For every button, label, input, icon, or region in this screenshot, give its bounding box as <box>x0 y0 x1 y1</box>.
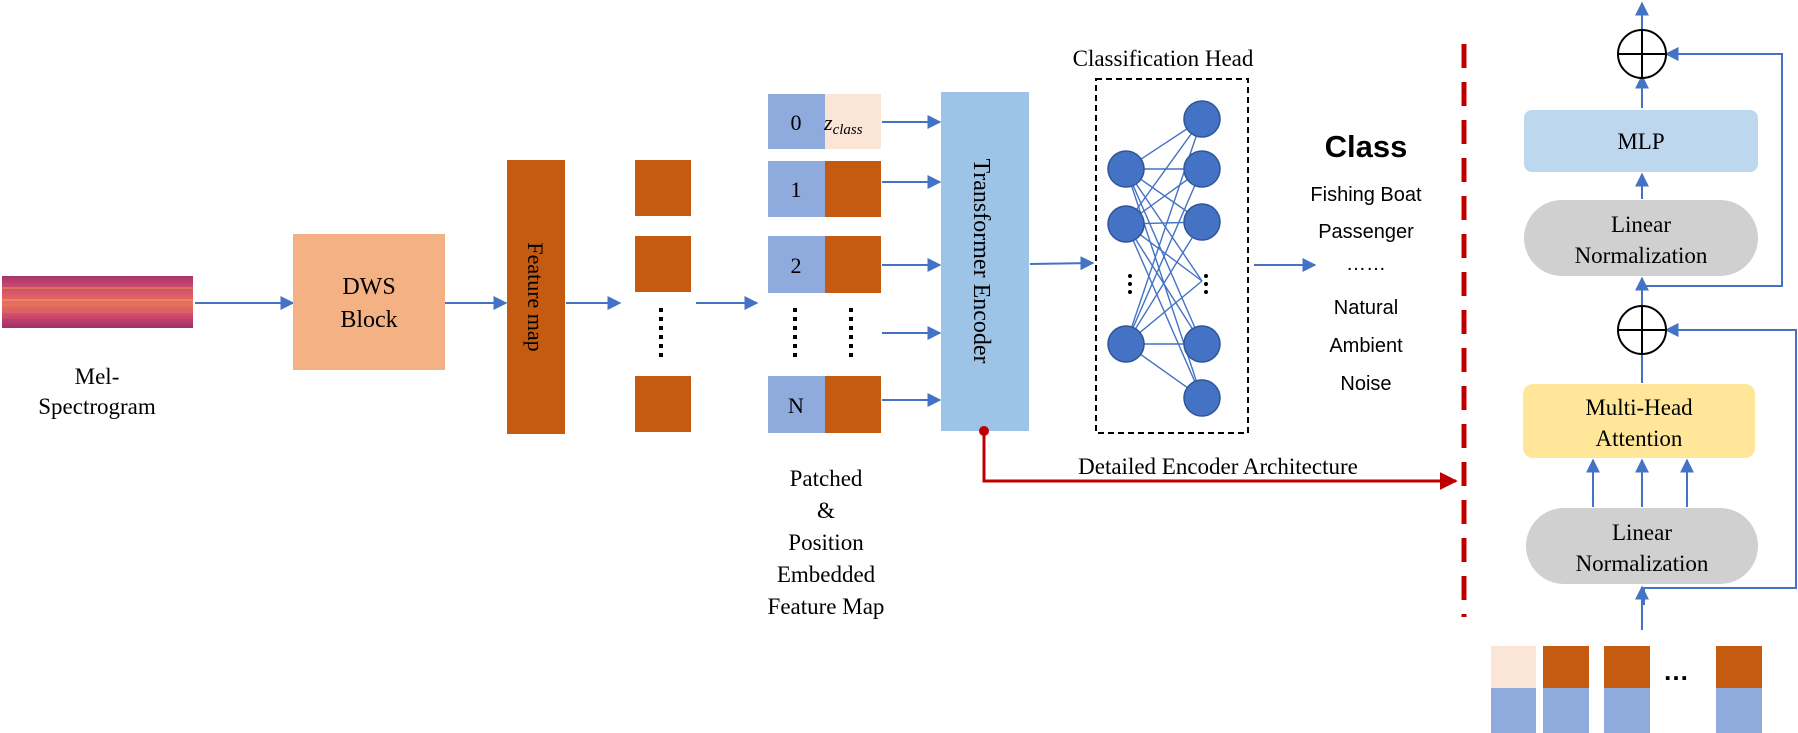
network-node <box>1107 325 1145 363</box>
arrow-transformer-to-head <box>1029 256 1095 271</box>
spectrogram-label-line1: Mel- <box>75 364 120 389</box>
token-patch-top <box>1716 646 1762 688</box>
position-index-box <box>768 376 825 433</box>
input-nodes <box>1107 150 1145 363</box>
dws-block: DWS Block <box>293 234 445 370</box>
node-ellipsis <box>1128 274 1208 294</box>
feature-map-label: Feature map <box>523 242 548 351</box>
patch-embedding-box <box>825 376 881 433</box>
token-patch-top <box>1604 646 1650 688</box>
cls-token-label: zclass <box>823 110 863 138</box>
residual-add-lower <box>1617 305 1667 355</box>
class-title: Class <box>1325 129 1408 164</box>
embedded-patches: 0 zclass 1 2 N Patched & Position Embedd… <box>768 94 885 619</box>
patch-index: N <box>788 393 804 418</box>
detail-link-arrow <box>982 431 1458 490</box>
split-patches <box>635 160 691 432</box>
classification-head: Classification Head <box>1073 46 1254 434</box>
patch-index: 2 <box>791 253 802 278</box>
detail-link-label: Detailed Encoder Architecture <box>1078 454 1358 479</box>
token-position-bottom <box>1543 688 1589 733</box>
linear-normalization-bottom <box>1526 508 1758 584</box>
residual-add-upper <box>1617 29 1667 79</box>
spectrogram-label-line2: Spectrogram <box>38 394 156 419</box>
patch-block <box>635 236 691 292</box>
patch-block <box>635 376 691 432</box>
patch-embedding-box <box>825 161 881 217</box>
token-position-bottom <box>1491 688 1536 733</box>
mlp-block <box>1524 110 1758 172</box>
norm-bottom-line1: Linear <box>1612 520 1672 545</box>
patch-block <box>635 160 691 216</box>
attention-line1: Multi-Head <box>1585 395 1693 420</box>
position-index-box <box>768 236 825 293</box>
class-item: Natural <box>1334 297 1398 319</box>
class-item: Ambient <box>1329 335 1403 357</box>
embedded-caption-line: & <box>817 498 835 523</box>
class-item: Noise <box>1340 373 1391 395</box>
encoder-detail: Linear Normalization Multi-Head Attentio… <box>1491 1 1797 733</box>
embedded-caption-line: Position <box>788 530 864 555</box>
token-class-top <box>1491 646 1536 688</box>
output-nodes <box>1183 100 1221 417</box>
class-item: Fishing Boat <box>1310 184 1422 206</box>
arrows-to-transformer <box>882 115 942 407</box>
multi-head-attention <box>1523 384 1755 458</box>
network-node <box>1183 325 1221 363</box>
network-node <box>1183 100 1221 138</box>
transformer-encoder: Transformer Encoder <box>941 92 1029 431</box>
detail-link: Detailed Encoder Architecture <box>979 426 1458 490</box>
class-token-box <box>825 94 881 149</box>
transformer-label: Transformer Encoder <box>968 158 994 363</box>
classification-head-title: Classification Head <box>1073 46 1254 71</box>
class-item: Passenger <box>1318 221 1414 243</box>
feature-map: Feature map <box>507 160 565 434</box>
class-output: Class Fishing Boat Passenger …… Natural … <box>1310 129 1422 395</box>
input-tokens: … <box>1491 646 1762 733</box>
token-position-bottom <box>1604 688 1650 733</box>
mel-spectrogram: Mel- Spectrogram <box>2 276 193 419</box>
network-node <box>1107 150 1145 188</box>
dws-label-line2: Block <box>340 307 397 333</box>
embedded-caption-line: Embedded <box>777 562 876 587</box>
token-position-bottom <box>1716 688 1762 733</box>
class-item: …… <box>1346 253 1386 275</box>
position-index-box <box>768 94 825 149</box>
mlp-label: MLP <box>1617 129 1664 154</box>
token-ellipsis: … <box>1663 656 1689 686</box>
dws-label-line1: DWS <box>342 274 395 300</box>
network-node <box>1183 379 1221 417</box>
norm-top-line2: Normalization <box>1575 243 1708 268</box>
linear-normalization-top <box>1524 200 1758 276</box>
attention-line2: Attention <box>1596 426 1683 451</box>
patch-embedding-box <box>825 236 881 293</box>
classification-head-frame <box>1095 78 1249 434</box>
network-node <box>1183 203 1221 241</box>
norm-top-line1: Linear <box>1611 212 1671 237</box>
token-patch-top <box>1543 646 1589 688</box>
norm-bottom-line2: Normalization <box>1576 551 1709 576</box>
network-node <box>1107 205 1145 243</box>
embedded-caption-line: Patched <box>790 466 863 491</box>
cls-index: 0 <box>791 110 802 135</box>
embedded-caption-line: Feature Map <box>768 594 885 619</box>
network-node <box>1183 150 1221 188</box>
patch-index: 1 <box>791 177 802 202</box>
position-index-box <box>768 161 825 217</box>
